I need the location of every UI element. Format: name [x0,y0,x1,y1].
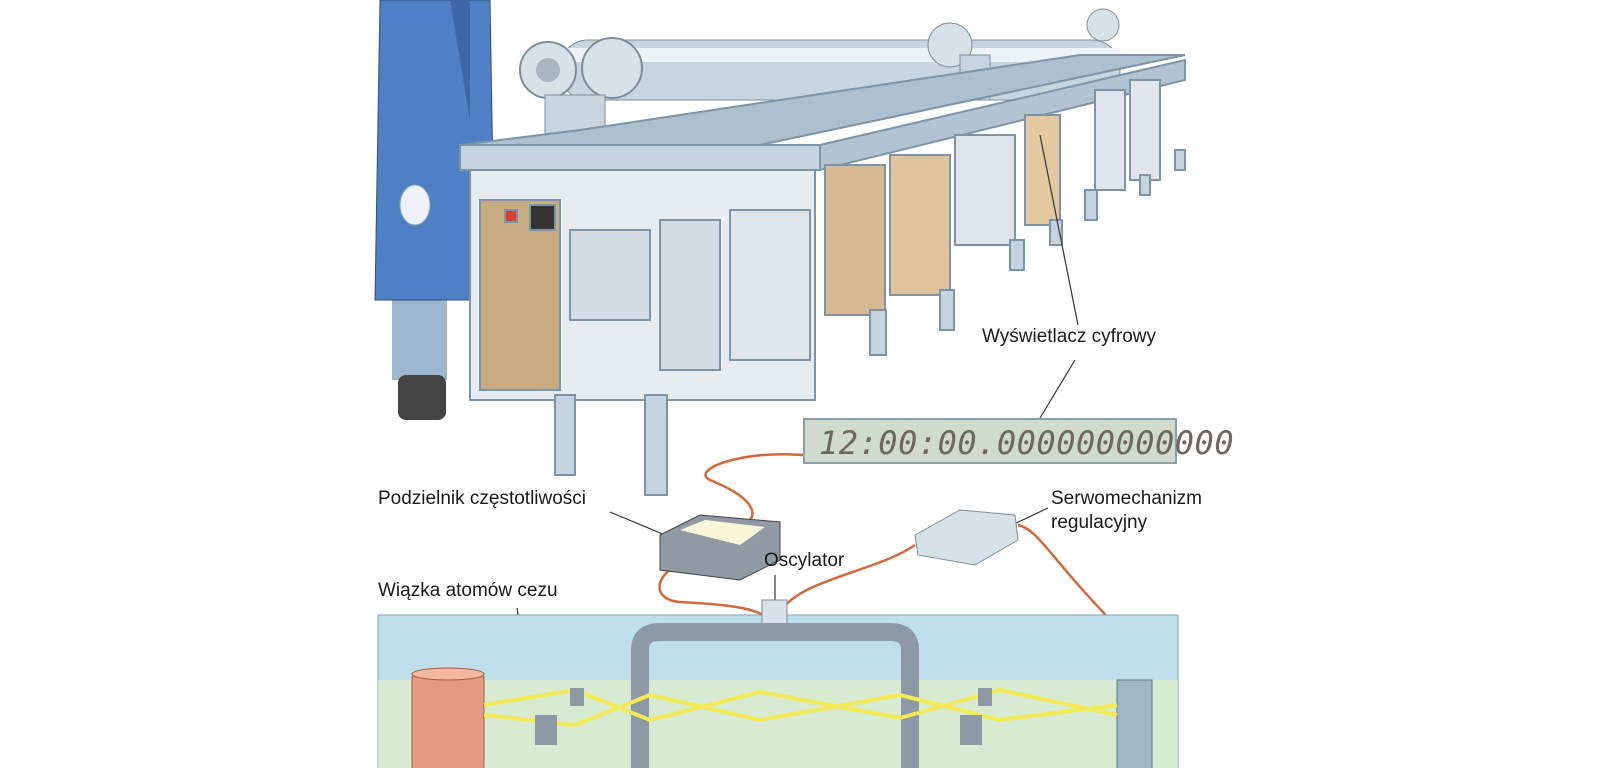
electronics-bench [459,54,1186,496]
label-frequency-divider: Podzielnik częstotliwości [378,488,587,509]
label-cesium-beam: Wiązka atomów cezu [378,580,558,601]
label-servo-line1: Serwomechanizm [1051,488,1202,509]
label-digital-display: Wyświetlacz cyfrowy [982,326,1157,347]
digital-display: 12:00:00.000000000000 [803,418,1234,464]
label-servo-line2: regulacyjny [1051,512,1148,533]
frequency-divider-box [659,514,781,581]
display-readout: 12:00:00.000000000000 [819,424,1235,462]
technician-figure [374,0,496,420]
beam-tube [377,599,1179,768]
label-oscillator: Oscylator [764,550,845,571]
servo-box [914,509,1019,566]
